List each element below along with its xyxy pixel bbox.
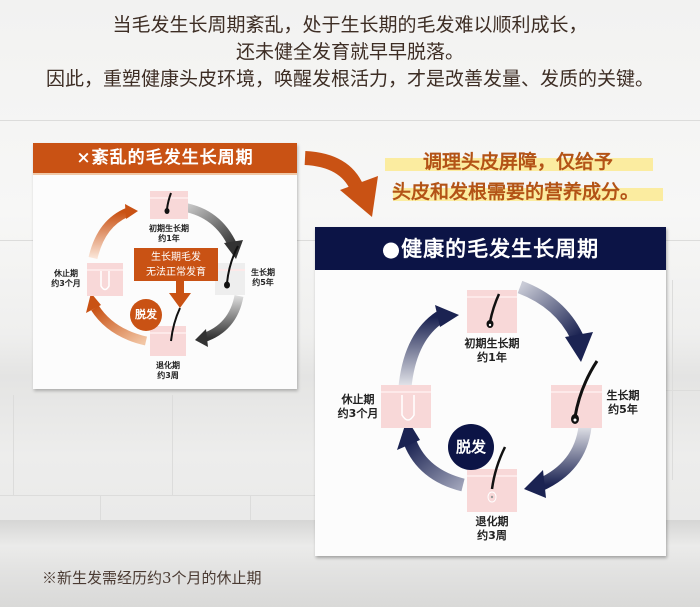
growth-failure-callout: 生长期毛发 无法正常发育 [134,248,218,281]
regression-label: 退化期 约3周 [156,361,180,380]
shedding-badge-right: 脱发 [448,424,494,470]
intro-text: 当毛发生长周期紊乱，处于生长期的毛发难以顺利成长， 还未健全发育就早早脱落。 因… [0,12,700,93]
tagline-line-1: 调理头皮屏障，仅给予 [423,151,614,173]
healthy-cycle-arrows [397,280,593,498]
regression-hair-icon [170,307,181,342]
regression-label: 退化期 约3周 [475,515,509,542]
early-growth-hair-icon [486,293,501,328]
regression-hair-icon [487,446,507,503]
disordered-cycle-arrows [86,202,244,347]
healthy-cycle-card: ●健康的毛发生长周期 [315,227,666,556]
resting-label: 休止期 约3个月 [51,269,81,288]
resting-skin-icon [87,263,123,296]
growth-hair-icon [224,245,239,289]
resting-follicle-icon [100,271,110,291]
disordered-cycle-card: ×紊乱的毛发生长周期 [33,143,297,389]
early-growth-label: 初期生长期 约1年 [149,224,189,243]
intro-line-3: 因此，重塑健康头皮环境，唤醒发根活力，才是改善发量、发质的关键。 [45,68,654,90]
tagline-line-2: 头皮和发根需要的营养成分。 [392,181,640,203]
early-growth-label: 初期生长期 约1年 [464,337,520,364]
regression-skin-icon [150,326,186,356]
intro-line-2: 还未健全发育就早早脱落。 [235,41,464,63]
intro-line-1: 当毛发生长周期紊乱，处于生长期的毛发难以顺利成长， [112,14,588,36]
disordered-cycle-title: ×紊乱的毛发生长周期 [33,143,297,175]
regression-skin-icon [467,469,517,512]
growth-hair-icon [571,360,599,424]
resting-skin-icon [381,385,431,428]
healthy-cycle-title: ●健康的毛发生长周期 [315,227,666,270]
resting-label: 休止期 约3个月 [337,393,379,420]
footnote: ※新生发需经历约3个月的休止期 [42,569,262,587]
shedding-badge-left: 脱发 [130,299,162,331]
tagline-highlight-1 [385,158,653,171]
tagline-highlight-2 [393,188,663,201]
hair-icons-left [164,192,172,214]
growth-label: 生长期 约5年 [251,268,275,287]
growth-label: 生长期 约5年 [606,389,640,416]
resting-follicle-icon [401,395,415,421]
